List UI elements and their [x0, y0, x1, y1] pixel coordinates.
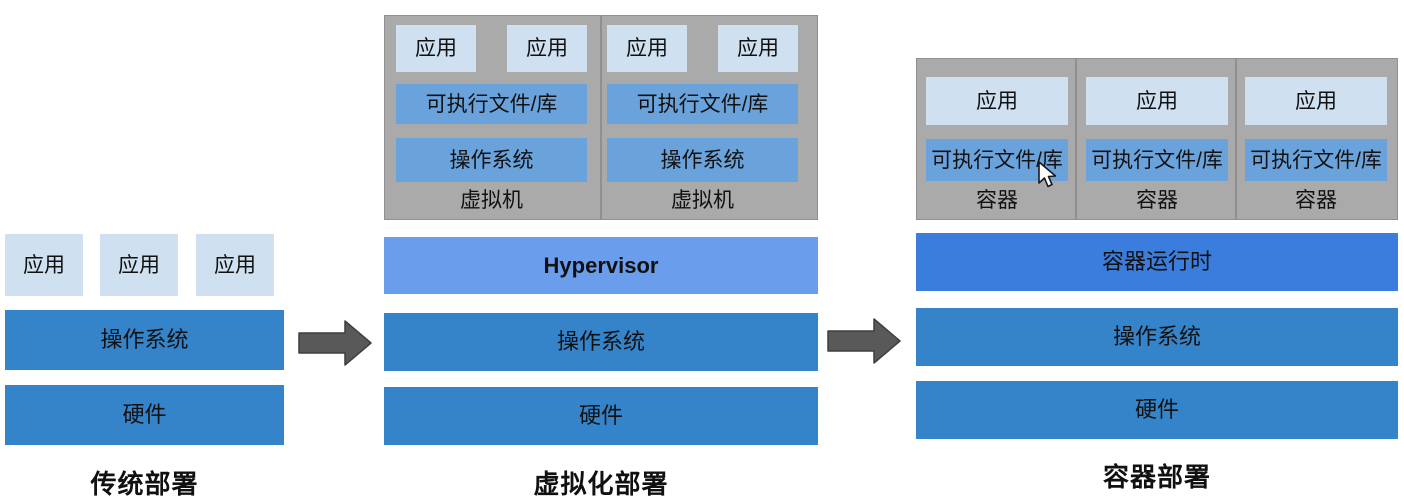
guest-os-box: 操作系统: [396, 138, 587, 182]
container-runtime-bar: 容器运行时: [916, 233, 1398, 291]
app-box: 应用: [100, 234, 178, 296]
vm-label: 虚拟机: [671, 188, 734, 212]
os-bar: 操作系统: [384, 313, 818, 371]
app-box: 应用: [396, 25, 476, 72]
arrow-traditional-to-virtualized: [297, 318, 373, 368]
app-box: 应用: [718, 25, 798, 72]
libs-box: 可执行文件/库: [396, 84, 587, 124]
vm-label: 虚拟机: [460, 188, 523, 212]
container-label: 容器: [976, 188, 1018, 212]
arrow-virtualized-to-container: [826, 316, 902, 366]
app-box: 应用: [1245, 77, 1387, 125]
column-caption-traditional: 传统部署: [90, 468, 199, 499]
libs-box: 可执行文件/库: [1245, 139, 1387, 181]
container-label: 容器: [1295, 188, 1337, 212]
app-box: 应用: [607, 25, 687, 72]
libs-box: 可执行文件/库: [926, 139, 1068, 181]
app-box: 应用: [5, 234, 83, 296]
container-divider: [1075, 59, 1077, 219]
libs-box: 可执行文件/库: [1086, 139, 1228, 181]
container-label: 容器: [1136, 188, 1178, 212]
libs-box: 可执行文件/库: [607, 84, 798, 124]
hardware-bar: 硬件: [384, 387, 818, 445]
vm-divider: [600, 16, 602, 219]
container-divider: [1235, 59, 1237, 219]
os-bar: 操作系统: [5, 310, 284, 370]
column-caption-container: 容器部署: [1102, 461, 1211, 492]
column-caption-virtualized: 虚拟化部署: [533, 468, 669, 499]
guest-os-box: 操作系统: [607, 138, 798, 182]
hardware-bar: 硬件: [916, 381, 1398, 439]
hypervisor-bar: Hypervisor: [384, 237, 818, 294]
app-box: 应用: [1086, 77, 1228, 125]
os-bar: 操作系统: [916, 308, 1398, 366]
hardware-bar: 硬件: [5, 385, 284, 445]
app-box: 应用: [926, 77, 1068, 125]
app-box: 应用: [196, 234, 274, 296]
app-box: 应用: [507, 25, 587, 72]
